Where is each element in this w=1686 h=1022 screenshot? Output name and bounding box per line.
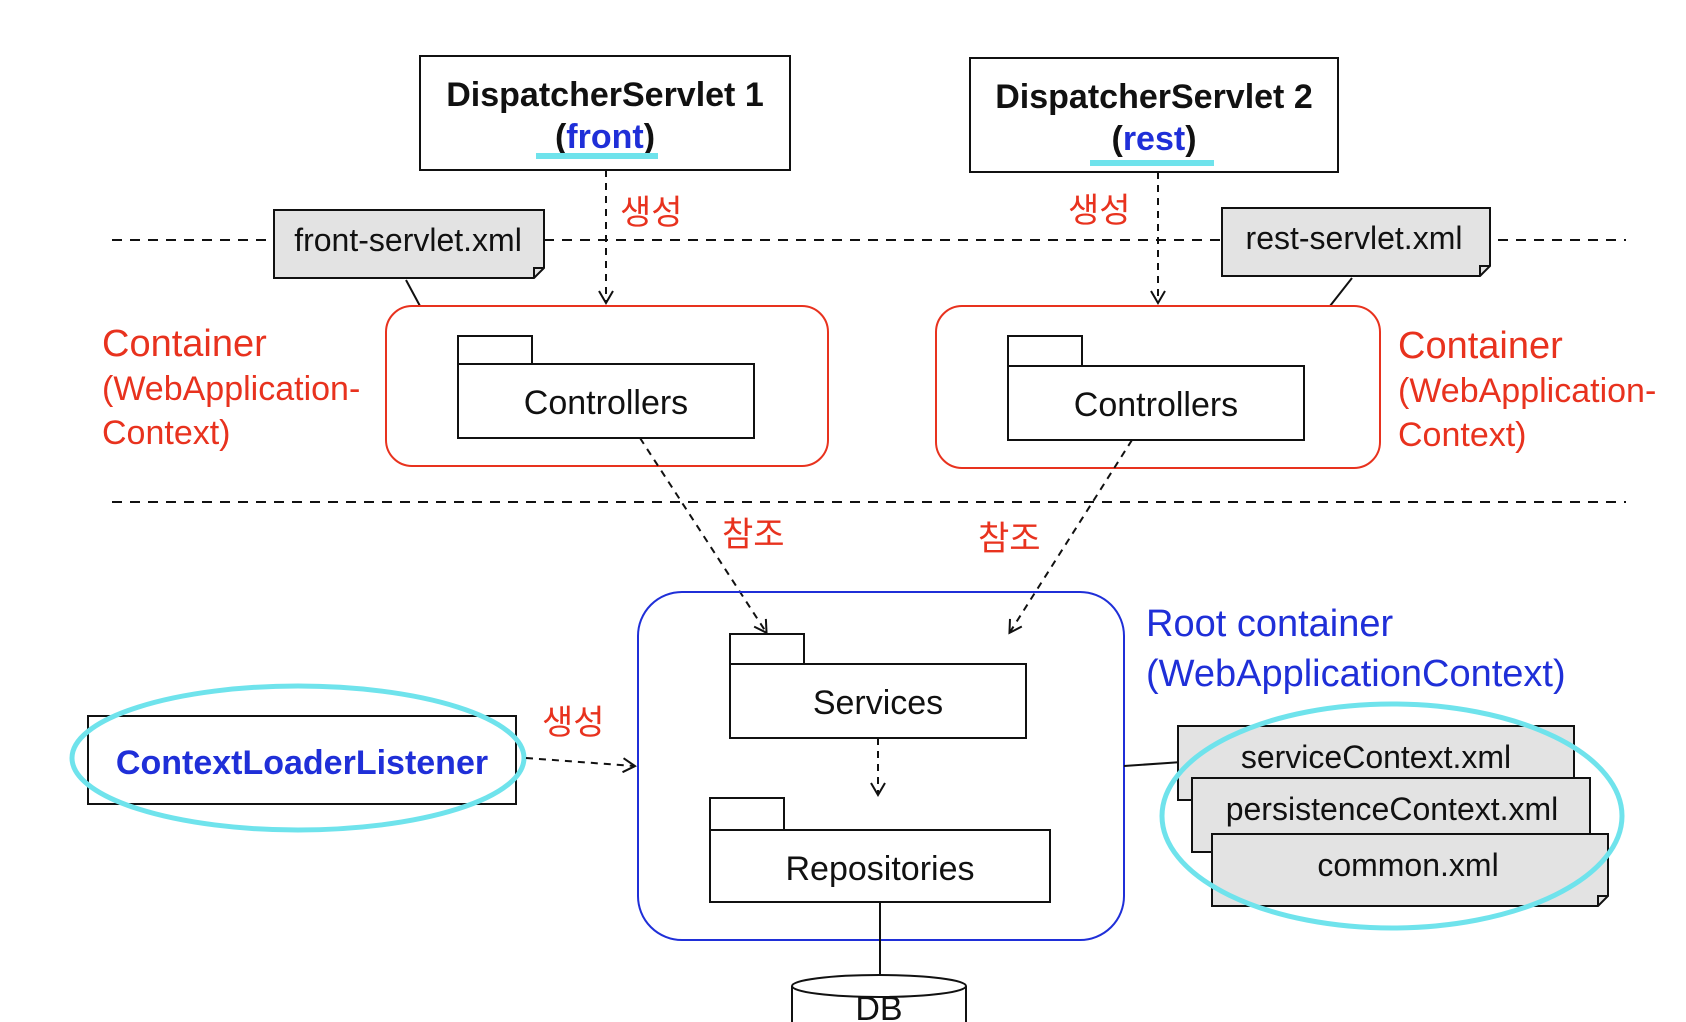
services-package-tab: [729, 633, 805, 665]
servlet-1-create-label: 생성: [620, 193, 683, 233]
root-container: Services Repositories: [637, 591, 1125, 941]
dispatcher-servlet-2: DispatcherServlet 2 (rest): [969, 57, 1339, 173]
root-xml-notes-highlight: [1159, 701, 1625, 931]
service-context-xml-label: serviceContext.xml: [1241, 739, 1511, 775]
container-subtitle-line-1: (WebApplication-: [102, 370, 360, 408]
front-controllers-label: Controllers: [524, 384, 688, 422]
container-subtitle-line-2: Context): [1398, 416, 1527, 454]
container-title: Container: [102, 323, 267, 365]
rest-container: Controllers: [935, 305, 1381, 469]
repositories-package-body: [709, 829, 1051, 903]
rest-note-connector: [1329, 277, 1353, 307]
persistence-context-xml-label: persistenceContext.xml: [1226, 791, 1559, 827]
repositories-package-tab: [709, 797, 785, 831]
services-package-body: [729, 663, 1027, 739]
front-servlet-xml-note: front-servlet.xml: [273, 209, 545, 279]
servlet-2-create-label: 생성: [1068, 191, 1131, 231]
repositories-label: Repositories: [786, 850, 975, 888]
context-loader-listener-highlight: [69, 683, 527, 833]
front-servlet-xml-label: front-servlet.xml: [294, 222, 522, 258]
rest-controllers-label: Controllers: [1074, 386, 1238, 424]
dispatcher-servlet-1-title: DispatcherServlet 1: [446, 76, 764, 114]
dispatcher-servlet-1: DispatcherServlet 1 (front): [419, 55, 791, 171]
rest-servlet-xml-note: rest-servlet.xml: [1221, 207, 1491, 277]
root-container-subtitle: (WebApplicationContext): [1146, 653, 1566, 695]
container-title: Container: [1398, 325, 1563, 367]
controllers-package-tab: [457, 335, 533, 365]
rest-container-label: Container (WebApplication- Context): [1398, 325, 1656, 454]
root-xml-notes: serviceContext.xml persistenceContext.xm…: [1177, 725, 1609, 907]
services-label: Services: [813, 684, 943, 722]
context-loader-listener: ContextLoaderListener: [87, 715, 517, 805]
context-loader-listener-label: ContextLoaderListener: [116, 744, 488, 782]
listener-create-label: 생성: [542, 703, 605, 743]
common-xml-label: common.xml: [1317, 847, 1498, 883]
rest-reference-label: 참조: [978, 519, 1041, 559]
root-container-label: Root container (WebApplicationContext): [1146, 603, 1566, 695]
dispatcher-servlet-2-name: (rest): [1111, 120, 1196, 158]
root-note-connector: [1123, 761, 1183, 767]
front-container: Controllers: [385, 305, 829, 467]
listener-create-arrow: [525, 757, 637, 774]
container-subtitle-line-2: Context): [102, 414, 231, 452]
container-subtitle-line-1: (WebApplication-: [1398, 372, 1656, 410]
dispatcher-servlet-2-title: DispatcherServlet 2: [995, 78, 1313, 116]
controllers-package-body: [1007, 365, 1305, 441]
db-cylinder: DB: [791, 974, 967, 1022]
root-container-title: Root container: [1146, 603, 1393, 645]
controllers-package-body: [457, 363, 755, 439]
front-note-connector: [405, 279, 421, 307]
front-reference-label: 참조: [722, 515, 785, 555]
front-container-label: Container (WebApplication- Context): [102, 323, 360, 452]
db-label: DB: [855, 990, 902, 1022]
rest-servlet-xml-label: rest-servlet.xml: [1246, 220, 1463, 256]
common-xml-note: common.xml: [1211, 833, 1609, 907]
dispatcher-servlet-1-name: (front): [555, 118, 655, 156]
controllers-package-tab: [1007, 335, 1083, 367]
